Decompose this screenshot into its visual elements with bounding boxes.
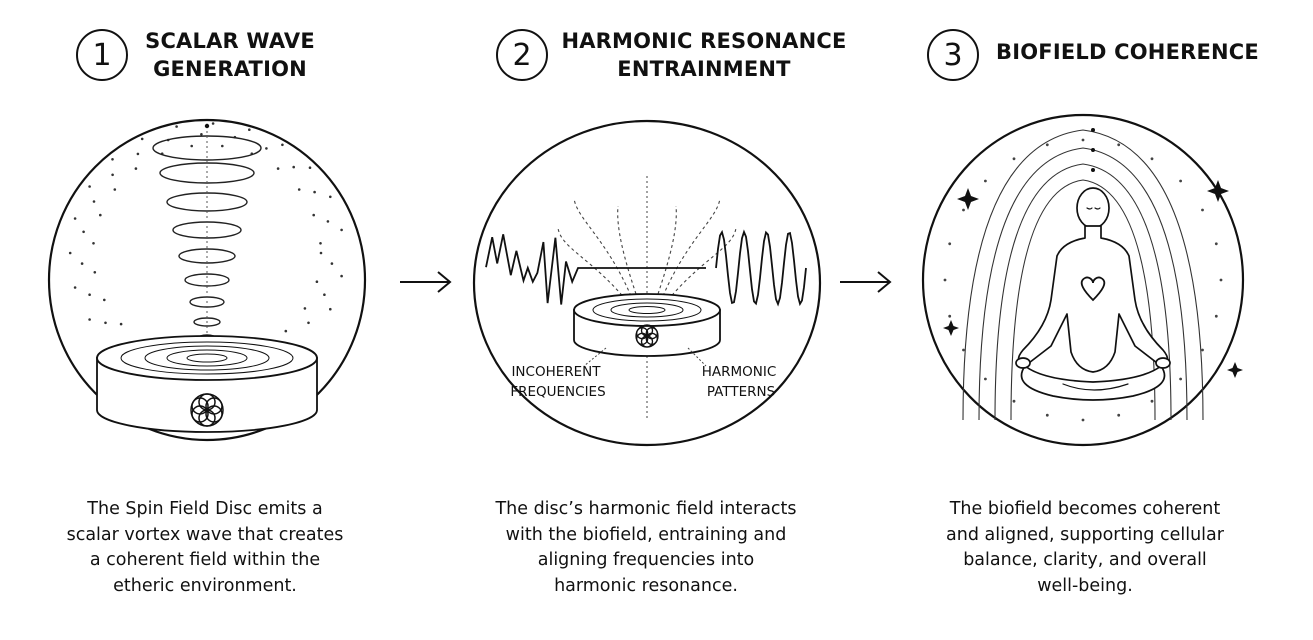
step-3-number: 3 — [927, 29, 979, 81]
biofield-coherence-illustration — [921, 113, 1245, 447]
flower-of-life-icon — [635, 324, 659, 348]
incoherent-label-line-2: FREQUENCIES — [510, 384, 605, 400]
incoherent-wave — [485, 234, 706, 305]
scatter-dots — [943, 138, 1223, 422]
step-2-title: HARMONIC RESONANCE ENTRAINMENT — [561, 29, 847, 81]
field-lines — [557, 197, 737, 301]
step-1-number: 1 — [76, 29, 128, 81]
step-2-caption: The disc’s harmonic field interacts with… — [495, 499, 797, 596]
step-1-title: SCALAR WAVE GENERATION — [145, 29, 315, 81]
illustration-circle — [47, 118, 367, 442]
coherent-wave — [715, 229, 807, 307]
scatter-dots — [68, 122, 343, 333]
flower-of-life-icon — [190, 393, 224, 427]
step-3-caption: The biofield becomes coherent and aligne… — [946, 499, 1224, 596]
harmonic-label-line-1: HARMONIC — [702, 364, 777, 380]
step-1-caption: The Spin Field Disc emits a scalar vorte… — [66, 499, 344, 596]
harmonic-resonance-illustration: INCOHERENT FREQUENCIES HARMONIC PATTERNS — [472, 119, 822, 447]
aura-shells — [962, 129, 1204, 421]
arrow-right-icon — [398, 268, 453, 300]
scalar-vortex-illustration — [47, 118, 367, 442]
spin-field-disc-icon — [96, 335, 318, 433]
incoherent-label-line-1: INCOHERENT — [511, 364, 601, 380]
step-3-title: BIOFIELD COHERENCE — [996, 40, 1259, 64]
scalar-vortex-icon — [152, 135, 262, 353]
harmonic-label-line-2: PATTERNS — [707, 384, 775, 400]
spin-field-disc-icon — [573, 293, 721, 357]
arrow-right-icon — [838, 268, 893, 300]
step-2-number: 2 — [496, 29, 548, 81]
sparkle-icon — [943, 180, 1243, 378]
heart-icon — [1080, 276, 1106, 302]
